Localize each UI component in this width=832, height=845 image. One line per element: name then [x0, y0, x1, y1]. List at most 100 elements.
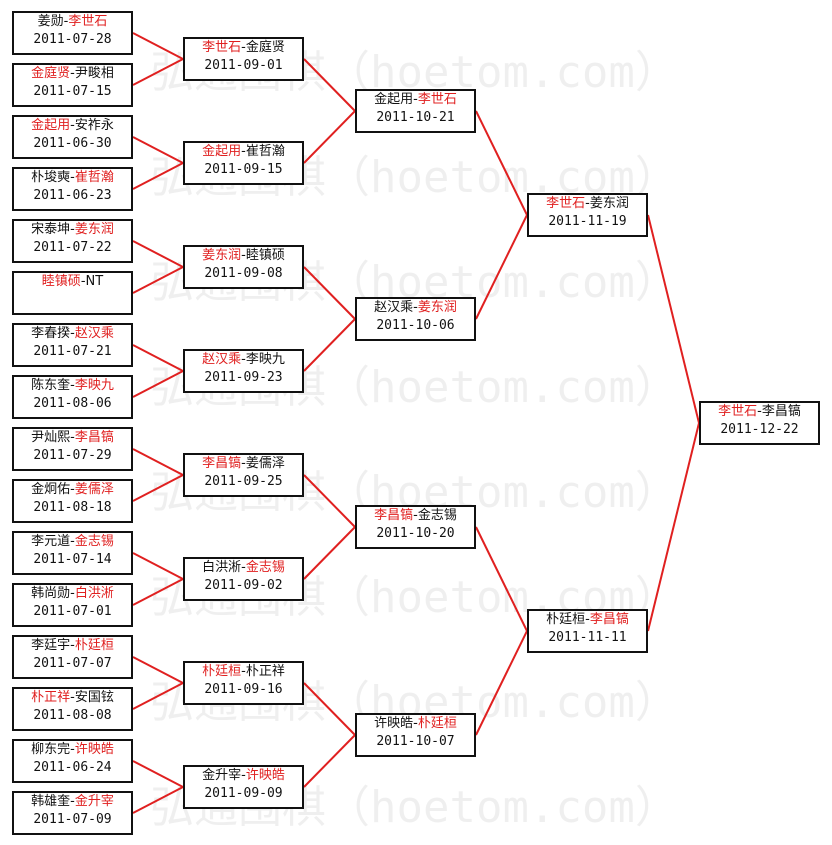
match-date: 2011-07-09 [33, 812, 112, 827]
connector-line [132, 266, 184, 294]
player-b: 金志锡 [417, 508, 457, 523]
match-date: 2011-12-22 [720, 422, 799, 437]
vs-dash: - [70, 326, 75, 341]
match-date: 2011-11-11 [548, 630, 627, 645]
player-b: 安国铉 [74, 690, 114, 705]
vs-dash: - [241, 352, 246, 367]
match-players: 李春揆-赵汉乘 [14, 325, 131, 343]
match-date: 2011-08-18 [33, 500, 112, 515]
player-a: 白洪淅 [202, 560, 242, 575]
player-b: 李昌镐 [74, 430, 114, 445]
player-b: 白洪淅 [74, 586, 114, 601]
match-players: 宋泰坤-姜东润 [14, 221, 131, 239]
match-date: 2011-07-22 [33, 240, 112, 255]
player-a: 金起用 [31, 118, 71, 133]
player-a: 姜勋 [37, 14, 64, 29]
vs-dash: - [70, 638, 75, 653]
player-a: 金起用 [374, 92, 414, 107]
match-players: 金起用-安祚永 [14, 117, 131, 135]
player-a: 李世石 [202, 40, 242, 55]
connector-line [303, 58, 356, 112]
connector-line [132, 474, 184, 502]
match-players: 许映皓-朴廷桓 [357, 715, 474, 733]
player-a: 柳东完 [31, 742, 71, 757]
player-a: 李世石 [718, 404, 758, 419]
match-players: 赵汉乘-姜东润 [357, 299, 474, 317]
connector-line [132, 240, 184, 268]
connector-line [132, 162, 184, 190]
player-a: 金起用 [202, 144, 242, 159]
player-b: 金庭贤 [245, 40, 285, 55]
vs-dash: - [241, 664, 246, 679]
vs-dash: - [70, 222, 75, 237]
match-players: 李元道-金志锡 [14, 533, 131, 551]
match-players: 朴正祥-安国铉 [14, 689, 131, 707]
vs-dash: - [413, 716, 418, 731]
match-date: 2011-06-30 [33, 136, 112, 151]
match-date: 2011-07-21 [33, 344, 112, 359]
player-b: 尹畯相 [74, 66, 114, 81]
player-a: 朴廷桓 [202, 664, 242, 679]
player-a: 朴正祥 [31, 690, 71, 705]
player-b: 崔哲瀚 [74, 170, 114, 185]
vs-dash: - [70, 170, 75, 185]
player-a: 李春揆 [31, 326, 71, 341]
player-b: 李世石 [417, 92, 457, 107]
match-date: 2011-09-15 [204, 162, 283, 177]
connector-line [475, 630, 528, 736]
match-players: 韩雄奎-金升宰 [14, 793, 131, 811]
player-a: 李廷宇 [31, 638, 71, 653]
match-date: 2011-08-08 [33, 708, 112, 723]
match-players: 朴廷桓-李昌镐 [529, 611, 646, 629]
connector-line [303, 266, 356, 320]
player-a: 金升宰 [202, 768, 242, 783]
vs-dash: - [585, 612, 590, 627]
connector-line [475, 526, 528, 632]
player-a: 李昌镐 [202, 456, 242, 471]
match-players: 李廷宇-朴廷桓 [14, 637, 131, 655]
connector-line [303, 110, 356, 164]
match-date: 2011-07-14 [33, 552, 112, 567]
connector-line [475, 214, 528, 320]
vs-dash: - [241, 144, 246, 159]
match-date: 2011-11-19 [548, 214, 627, 229]
connector-line [132, 786, 184, 814]
match-date: 2011-09-01 [204, 58, 283, 73]
player-b: 姜东润 [589, 196, 629, 211]
player-b: 金升宰 [74, 794, 114, 809]
connector-line [303, 526, 356, 580]
vs-dash: - [70, 482, 75, 497]
connector-line [132, 552, 184, 580]
player-a: 李元道 [31, 534, 71, 549]
player-b: 赵汉乘 [74, 326, 114, 341]
player-a: 陈东奎 [31, 378, 71, 393]
match-players: 李世石-姜东润 [529, 195, 646, 213]
match-players: 朴埈奭-崔哲瀚 [14, 169, 131, 187]
match-date: 2011-06-24 [33, 760, 112, 775]
player-a: 赵汉乘 [202, 352, 242, 367]
match-date: 2011-09-02 [204, 578, 283, 593]
player-b: 姜东润 [74, 222, 114, 237]
vs-dash: - [63, 14, 69, 29]
player-a: 韩雄奎 [31, 794, 71, 809]
connector-line [303, 734, 356, 788]
player-b: 李映九 [245, 352, 285, 367]
match-players: 金炯佑-姜儒泽 [14, 481, 131, 499]
player-a: 金炯佑 [31, 482, 71, 497]
